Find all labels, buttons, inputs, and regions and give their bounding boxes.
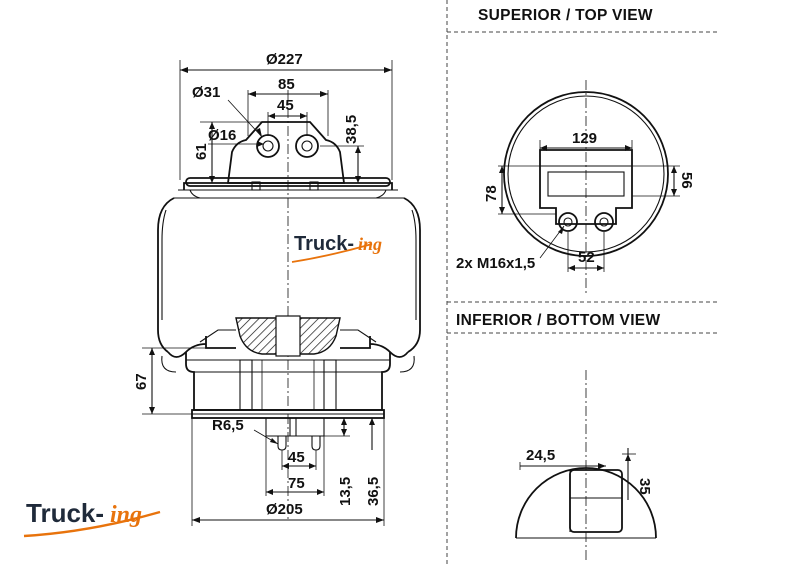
- dim-bolt-85: 85: [278, 76, 295, 93]
- dim-24-5: 24,5: [526, 447, 555, 464]
- side-view: Truck- ing: [133, 51, 421, 526]
- brand-logo-main: Truck-: [26, 498, 104, 528]
- brand-logo: Truck- ing: [23, 498, 161, 538]
- dim-bottom-13-5: 13,5: [337, 477, 354, 506]
- dim-spacing-52: 52: [578, 249, 595, 266]
- dim-diameter-31: Ø31: [192, 84, 220, 101]
- dim-radius: R6,5: [212, 417, 244, 434]
- dim-bottom-75: 75: [288, 475, 305, 492]
- dim-overall-diameter: Ø227: [266, 51, 303, 68]
- dim-bolt-45: 45: [277, 97, 294, 114]
- bottom-view-title: INFERIOR / BOTTOM VIEW: [456, 312, 660, 329]
- dim-height-78: 78: [483, 185, 500, 202]
- dim-diameter-16: Ø16: [208, 127, 236, 144]
- dim-35: 35: [636, 478, 653, 495]
- bottom-view: 24,5 35: [515, 370, 657, 560]
- thread-note: 2x M16x1,5: [456, 255, 535, 272]
- dim-bottom-45: 45: [288, 449, 305, 466]
- dim-width-129: 129: [572, 130, 597, 147]
- top-view: 129 78 56 52 2x M16x1,5: [456, 80, 695, 295]
- dim-height-61: 61: [193, 143, 210, 160]
- bellow-logo: Truck- ing: [291, 233, 382, 263]
- dim-height-67: 67: [133, 373, 150, 390]
- panel-dividers: [446, 0, 720, 565]
- dim-bottom-36-5: 36,5: [365, 477, 382, 506]
- top-view-title: SUPERIOR / TOP VIEW: [478, 7, 653, 24]
- dim-height-56: 56: [678, 172, 695, 189]
- bellow-logo-main: Truck-: [294, 233, 354, 255]
- dim-bottom-diameter: Ø205: [266, 501, 303, 518]
- dim-height-38-5: 38,5: [343, 115, 360, 144]
